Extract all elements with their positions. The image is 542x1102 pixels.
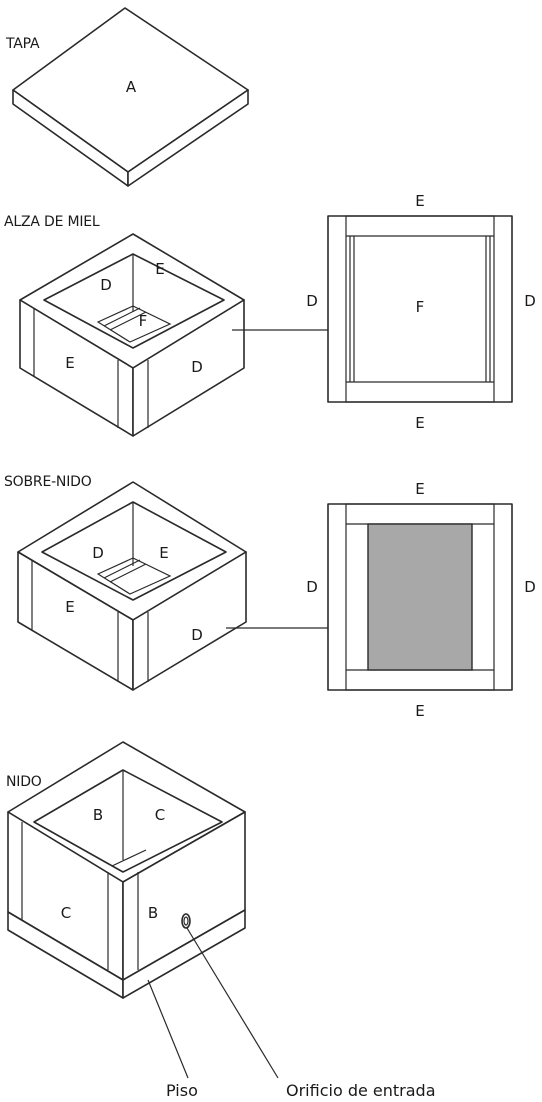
sobrenido-box [17, 481, 247, 691]
alza-plan-label-top: E [415, 192, 424, 210]
sobrenido-plan-label-right: D [524, 578, 536, 596]
entrance-hole-icon [181, 913, 191, 929]
tapa-section: TAPA A [5, 7, 249, 187]
hole-callout: Orificio de entrada [286, 1081, 436, 1100]
tapa-label-a: A [126, 78, 137, 96]
alza-label-front-left: E [65, 354, 74, 372]
sobrenido-caption: SOBRE-NIDO [4, 474, 92, 490]
alza-box [19, 233, 245, 437]
sobrenido-label-front-right: D [191, 626, 203, 644]
alza-label-inner-right: E [155, 260, 164, 278]
alza-plan [327, 215, 513, 403]
sobrenido-plan-label-top: E [415, 480, 424, 498]
sobrenido-section: SOBRE-NIDO D E E D E E D D [4, 474, 536, 720]
nido-label-inner-right: C [155, 806, 165, 824]
nido-box [7, 741, 246, 999]
floor-callout: Piso [166, 1081, 198, 1100]
nido-label-front-right: B [148, 904, 158, 922]
floor-leader-line [147, 979, 189, 1079]
alza-plan-label-left: D [306, 292, 318, 310]
alza-label-floor: F [139, 312, 148, 330]
hole-leader-line [186, 927, 279, 1079]
alza-plan-label-right: D [524, 292, 536, 310]
sobrenido-plan-label-left: D [306, 578, 318, 596]
sobrenido-label-inner-left: D [92, 544, 104, 562]
sobrenido-plan [327, 503, 513, 691]
nido-label-inner-left: B [93, 806, 103, 824]
alza-plan-label-bottom: E [415, 414, 424, 432]
sobrenido-plan-label-bottom: E [415, 702, 424, 720]
alza-label-inner-left: D [100, 276, 112, 294]
alza-caption: ALZA DE MIEL [4, 214, 100, 230]
alza-section: ALZA DE MIEL D E F E D [4, 192, 536, 437]
tapa-lid [12, 7, 249, 187]
sobrenido-plan-fill [367, 523, 473, 671]
nido-section: NIDO B C C B Piso Orificio de [6, 741, 436, 1100]
alza-label-front-right: D [191, 358, 203, 376]
sobrenido-label-front-left: E [65, 598, 74, 616]
alza-plan-label-center: F [416, 298, 425, 316]
sobrenido-label-inner-right: E [159, 544, 168, 562]
nido-label-front-left: C [61, 904, 71, 922]
tapa-caption: TAPA [5, 36, 40, 52]
nido-caption: NIDO [6, 774, 42, 790]
